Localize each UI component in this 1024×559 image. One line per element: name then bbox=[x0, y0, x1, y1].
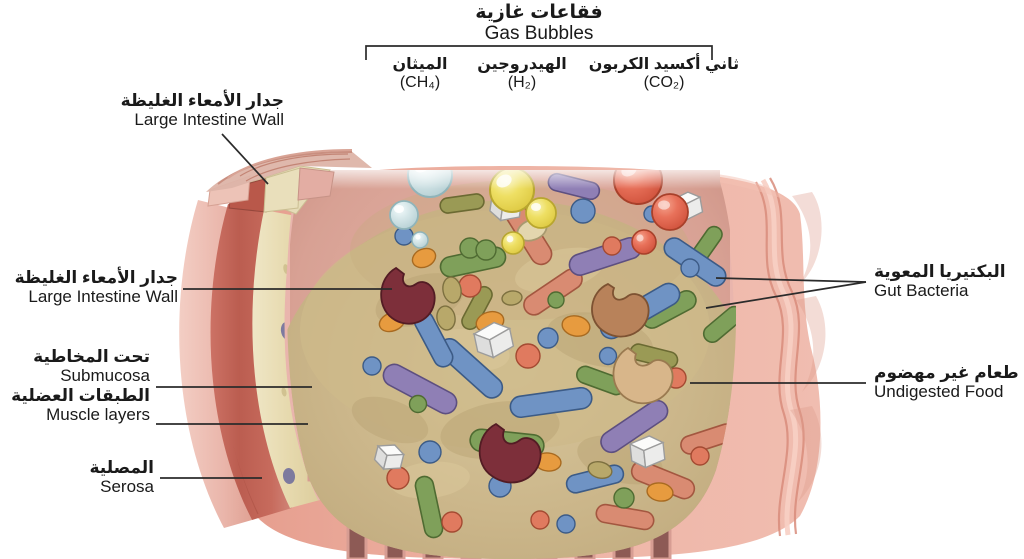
label-gut-bacteria: البكتيريا المعوية Gut Bacteria bbox=[874, 262, 1020, 300]
gas-label-carbon-dioxide-formula: (CO₂) bbox=[643, 73, 685, 91]
muscle-layers bbox=[210, 204, 292, 520]
label-large-intestine-wall-en: Large Intestine Wall bbox=[28, 287, 178, 307]
undigested-food-particles bbox=[380, 218, 674, 484]
label-large-intestine-wall-top: جدار الأمعاء الغليظة Large Intestine Wal… bbox=[68, 91, 284, 129]
label-undigested-food-ar: طعام غير مهضوم bbox=[874, 363, 1019, 382]
label-submucosa-en: Submucosa bbox=[60, 366, 150, 386]
leader-large-intestine-wall-top bbox=[221, 133, 269, 185]
wall-top-flap bbox=[206, 149, 372, 192]
label-large-intestine-wall: جدار الأمعاء الغليظة Large Intestine Wal… bbox=[8, 268, 178, 306]
gas-label-methane-formula: (CH₄) bbox=[399, 73, 441, 91]
label-gut-bacteria-ar: البكتيريا المعوية bbox=[874, 262, 1006, 281]
intestinal-lumen bbox=[287, 170, 737, 559]
label-undigested-food: طعام غير مهضوم Undigested Food bbox=[874, 363, 1024, 401]
label-serosa-ar: المصلية bbox=[89, 458, 154, 477]
label-submucosa: تحت المخاطية Submucosa bbox=[8, 347, 150, 385]
gas-bracket bbox=[365, 45, 713, 60]
label-muscle-layers: الطبقات العضلية Muscle layers bbox=[8, 386, 150, 424]
label-serosa-en: Serosa bbox=[100, 477, 154, 497]
gas-label-methane-ar: الميثان bbox=[392, 56, 448, 73]
gas-label-hydrogen-formula: (H₂) bbox=[507, 73, 537, 91]
label-gut-bacteria-en: Gut Bacteria bbox=[874, 281, 969, 301]
leader-gut-bacteria-b bbox=[705, 281, 867, 309]
label-submucosa-ar: تحت المخاطية bbox=[33, 347, 150, 366]
label-undigested-food-en: Undigested Food bbox=[874, 382, 1004, 402]
figure-title-en: Gas Bubbles bbox=[484, 23, 594, 45]
leader-gut-bacteria-a bbox=[715, 277, 867, 283]
label-muscle-layers-ar: الطبقات العضلية bbox=[11, 386, 150, 405]
gas-label-carbon-dioxide: ثاني أكسيد الكربون (CO₂) bbox=[576, 56, 752, 92]
label-large-intestine-wall-top-ar: جدار الأمعاء الغليظة bbox=[120, 91, 284, 110]
label-large-intestine-wall-ar: جدار الأمعاء الغليظة bbox=[14, 268, 178, 287]
label-serosa: المصلية Serosa bbox=[8, 458, 154, 496]
label-muscle-layers-en: Muscle layers bbox=[46, 405, 150, 425]
figure-title: فقاعات غازية Gas Bubbles bbox=[362, 2, 716, 45]
label-large-intestine-wall-top-en: Large Intestine Wall bbox=[134, 110, 284, 130]
figure-title-ar: فقاعات غازية bbox=[475, 2, 603, 23]
gas-label-hydrogen: الهيدروجين (H₂) bbox=[466, 56, 578, 92]
gas-label-hydrogen-ar: الهيدروجين bbox=[477, 56, 567, 73]
leader-lines bbox=[156, 133, 867, 479]
serosa-layer bbox=[179, 200, 252, 528]
gas-label-carbon-dioxide-ar: ثاني أكسيد الكربون bbox=[588, 56, 740, 73]
gas-label-methane: الميثان (CH₄) bbox=[364, 56, 476, 92]
